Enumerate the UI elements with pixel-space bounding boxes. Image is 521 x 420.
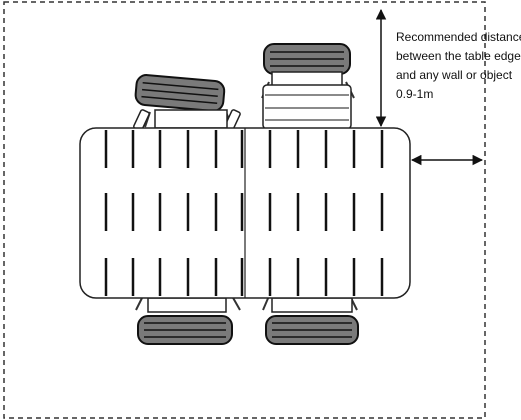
table-slats — [104, 130, 384, 296]
annotation-line-3: and any wall or object — [396, 68, 513, 82]
chair-top-left — [133, 74, 241, 132]
annotation-line-4: 0.9-1m — [396, 87, 434, 101]
chair-bottom-left — [135, 295, 241, 345]
distance-annotation: Recommended distance between the table e… — [396, 28, 521, 104]
dining-table — [79, 127, 411, 299]
chair-bottom-right — [262, 295, 359, 345]
room-boundary — [3, 1, 486, 419]
chair-top-right — [261, 43, 355, 130]
annotation-line-2: between the table edge — [396, 49, 521, 63]
annotation-line-1: Recommended distance — [396, 30, 521, 44]
